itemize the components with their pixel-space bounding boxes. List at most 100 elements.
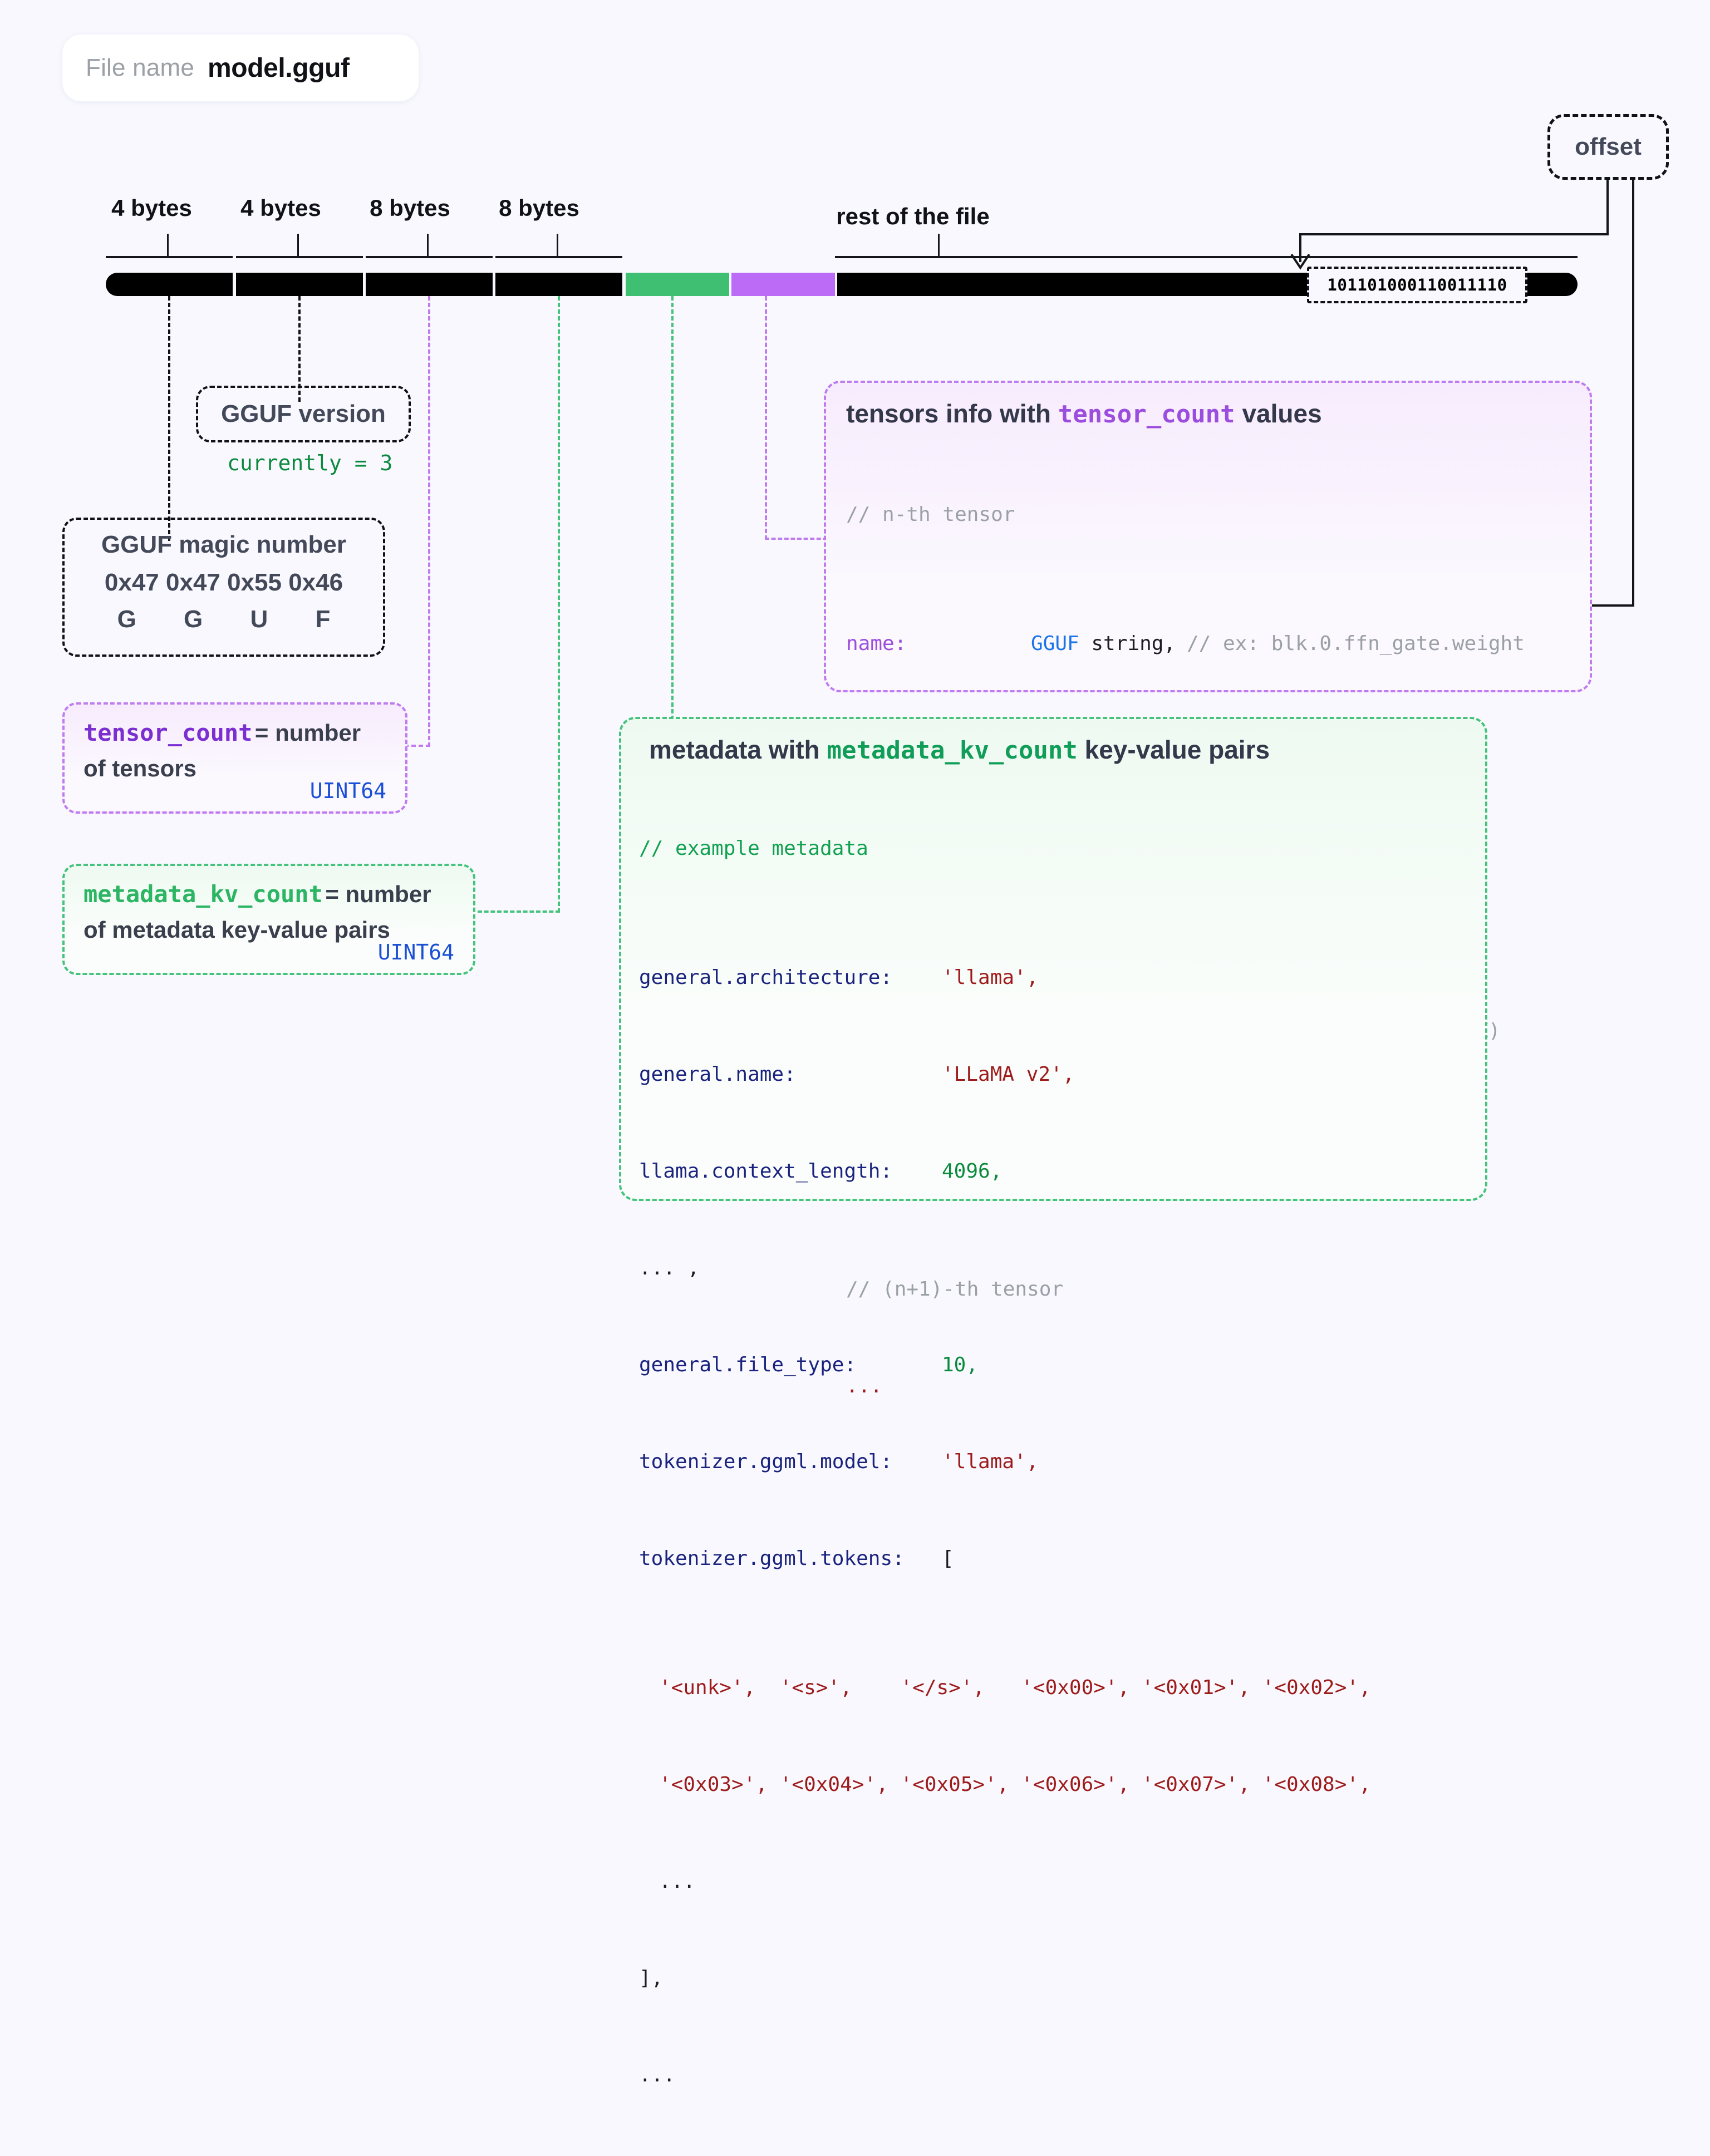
rest-of-file-label: rest of the file bbox=[836, 203, 990, 229]
measure-stem-rest bbox=[938, 234, 940, 257]
offset-callout: offset bbox=[1547, 114, 1669, 180]
metadata-comment-line: // example metadata bbox=[639, 833, 1467, 865]
tensors-panel-title-mono: tensor_count bbox=[1058, 400, 1235, 429]
tensors-type-name: GGUF bbox=[1031, 632, 1079, 655]
measure-line-rest bbox=[835, 256, 1578, 258]
byte-ruler: 4 bytes 4 bytes 8 bytes 8 bytes rest of … bbox=[0, 0, 1710, 334]
metadata-tokens-ellipsis: ... bbox=[659, 1870, 696, 1893]
tensors-panel-title-post: values bbox=[1235, 399, 1322, 428]
metadata-panel-title-mono: metadata_kv_count bbox=[827, 736, 1078, 765]
metadata-tokens-line-1: '<unk>', '<s>', '</s>', '<0x00>', '<0x01… bbox=[639, 1672, 1467, 1704]
bar-segment-version bbox=[236, 273, 363, 296]
metadata-count-name: metadata_kv_count bbox=[83, 880, 323, 908]
offset-binary-box: 101101000110011110 bbox=[1307, 267, 1527, 303]
offset-arrowhead-a bbox=[1290, 253, 1310, 270]
bar-segment-metadata-count bbox=[495, 273, 622, 296]
tensors-line-name: name: GGUF string, // ex: blk.0.ffn_gate… bbox=[846, 628, 1570, 660]
metadata-val-1: 'LLaMA v2', bbox=[942, 1063, 1075, 1086]
bar-segment-metadata bbox=[626, 273, 729, 296]
metadata-close-bracket: ], bbox=[639, 1967, 664, 1990]
measure-stem-1 bbox=[297, 234, 299, 257]
metadata-row: tokenizer.ggml.model: 'llama', bbox=[639, 1446, 1467, 1478]
file-name-pill: File name model.gguf bbox=[62, 35, 419, 101]
metadata-count-line2: of metadata key-value pairs bbox=[83, 917, 390, 943]
metadata-tokens-2: '<0x03>', '<0x04>', '<0x05>', '<0x06>', … bbox=[659, 1773, 1371, 1796]
metadata-panel-title: metadata with metadata_kv_count key-valu… bbox=[639, 735, 1467, 765]
metadata-count-type: UINT64 bbox=[377, 940, 454, 964]
metadata-row: llama.context_length: 4096, bbox=[639, 1155, 1467, 1188]
metadata-val-0: 'llama', bbox=[942, 966, 1039, 989]
offset-arrow-down-a bbox=[1299, 233, 1301, 262]
tensors-comment-name: // ex: blk.0.ffn_gate.weight bbox=[1187, 632, 1525, 655]
gguf-magic-char-1: G bbox=[184, 606, 203, 633]
file-name-value: model.gguf bbox=[208, 53, 350, 83]
metadata-panel-title-pre: metadata with bbox=[649, 735, 827, 764]
metadata-key-0: general.architecture: bbox=[639, 966, 893, 989]
gguf-magic-char-0: G bbox=[117, 606, 136, 633]
offset-binary-text: 101101000110011110 bbox=[1327, 275, 1507, 294]
metadata-row: general.name: 'LLaMA v2', bbox=[639, 1059, 1467, 1091]
tensors-panel-title-pre: tensors info with bbox=[846, 399, 1058, 428]
metadata-val-2: 4096, bbox=[942, 1160, 1003, 1183]
tensors-comment-0: // n-th tensor bbox=[846, 503, 1015, 526]
metadata-count-callout: metadata_kv_count = number of metadata k… bbox=[62, 864, 475, 975]
tensors-key-name: name: bbox=[846, 632, 907, 655]
metadata-panel: metadata with metadata_kv_count key-valu… bbox=[619, 717, 1487, 2086]
connector-metadata-vertical bbox=[671, 296, 674, 720]
metadata-val-4: 10, bbox=[942, 1353, 979, 1376]
connector-metadatacount-horizontal bbox=[478, 910, 560, 913]
metadata-row: general.file_type: 10, bbox=[639, 1349, 1467, 1381]
tensor-count-line2: of tensors bbox=[83, 755, 197, 781]
offset-callout-label: offset bbox=[1575, 133, 1642, 160]
bar-segment-magic bbox=[106, 273, 233, 296]
measure-stem-3 bbox=[557, 234, 558, 257]
metadata-key-1: general.name: bbox=[639, 1063, 796, 1086]
segment-label-1: 4 bytes bbox=[240, 195, 321, 221]
measure-line-1 bbox=[236, 256, 363, 258]
measure-stem-0 bbox=[167, 234, 169, 257]
tensor-count-eq: = number bbox=[254, 720, 361, 746]
metadata-trailing-ellipsis: ... bbox=[639, 2064, 676, 2086]
connector-magic-line bbox=[168, 296, 170, 541]
segment-label-3: 8 bytes bbox=[499, 195, 579, 221]
metadata-row: general.architecture: 'llama', bbox=[639, 962, 1467, 994]
measure-line-3 bbox=[495, 256, 622, 258]
metadata-trailing-ellipsis-line: ... bbox=[639, 2059, 1467, 2091]
segment-label-2: 8 bytes bbox=[370, 195, 450, 221]
metadata-key-4: general.file_type: bbox=[639, 1353, 857, 1376]
metadata-tokens-line-2: '<0x03>', '<0x04>', '<0x05>', '<0x06>', … bbox=[639, 1769, 1467, 1801]
connector-metadatacount-vertical bbox=[558, 296, 560, 913]
segment-label-0: 4 bytes bbox=[111, 195, 192, 221]
gguf-version-note: currently = 3 bbox=[227, 451, 393, 475]
connector-version-line bbox=[298, 296, 301, 402]
offset-arrow-vertical-a bbox=[1606, 180, 1609, 235]
gguf-magic-hex: 0x47 0x47 0x55 0x46 bbox=[104, 569, 343, 596]
metadata-tokens-ellipsis-line: ... bbox=[639, 1865, 1467, 1898]
metadata-panel-title-post: key-value pairs bbox=[1077, 735, 1270, 764]
file-name-label: File name bbox=[86, 54, 194, 81]
gguf-version-callout: GGUF version bbox=[196, 386, 411, 442]
offset-arrow-horizontal-a bbox=[1299, 233, 1609, 235]
gguf-magic-callout: GGUF magic number 0x47 0x47 0x55 0x46 G … bbox=[62, 518, 385, 657]
bar-segment-rest bbox=[837, 273, 1303, 296]
metadata-key-5: tokenizer.ggml.model: bbox=[639, 1450, 893, 1473]
metadata-row: ... , bbox=[639, 1252, 1467, 1284]
bar-segment-tensor-count bbox=[366, 273, 493, 296]
measure-line-2 bbox=[366, 256, 493, 258]
tensor-count-callout: tensor_count = number of tensors UINT64 bbox=[62, 702, 407, 814]
metadata-key-3: ... , bbox=[639, 1257, 700, 1279]
tensors-type2-name: string, bbox=[1079, 632, 1176, 655]
metadata-val-5: 'llama', bbox=[942, 1450, 1039, 1473]
metadata-row: tokenizer.ggml.tokens: [ bbox=[639, 1543, 1467, 1575]
connector-tensorinfo-vertical bbox=[765, 296, 767, 540]
connector-tensorcount-horizontal bbox=[404, 745, 430, 747]
metadata-count-eq: = number bbox=[325, 881, 431, 907]
metadata-comment: // example metadata bbox=[639, 837, 868, 860]
metadata-key-2: llama.context_length: bbox=[639, 1160, 893, 1183]
bar-segment-tensor-info bbox=[731, 273, 835, 296]
measure-line-0 bbox=[106, 256, 233, 258]
tensor-count-name: tensor_count bbox=[83, 719, 253, 746]
measure-stem-2 bbox=[427, 234, 429, 257]
gguf-magic-title: GGUF magic number bbox=[101, 531, 347, 558]
metadata-val-6: [ bbox=[942, 1547, 954, 1570]
